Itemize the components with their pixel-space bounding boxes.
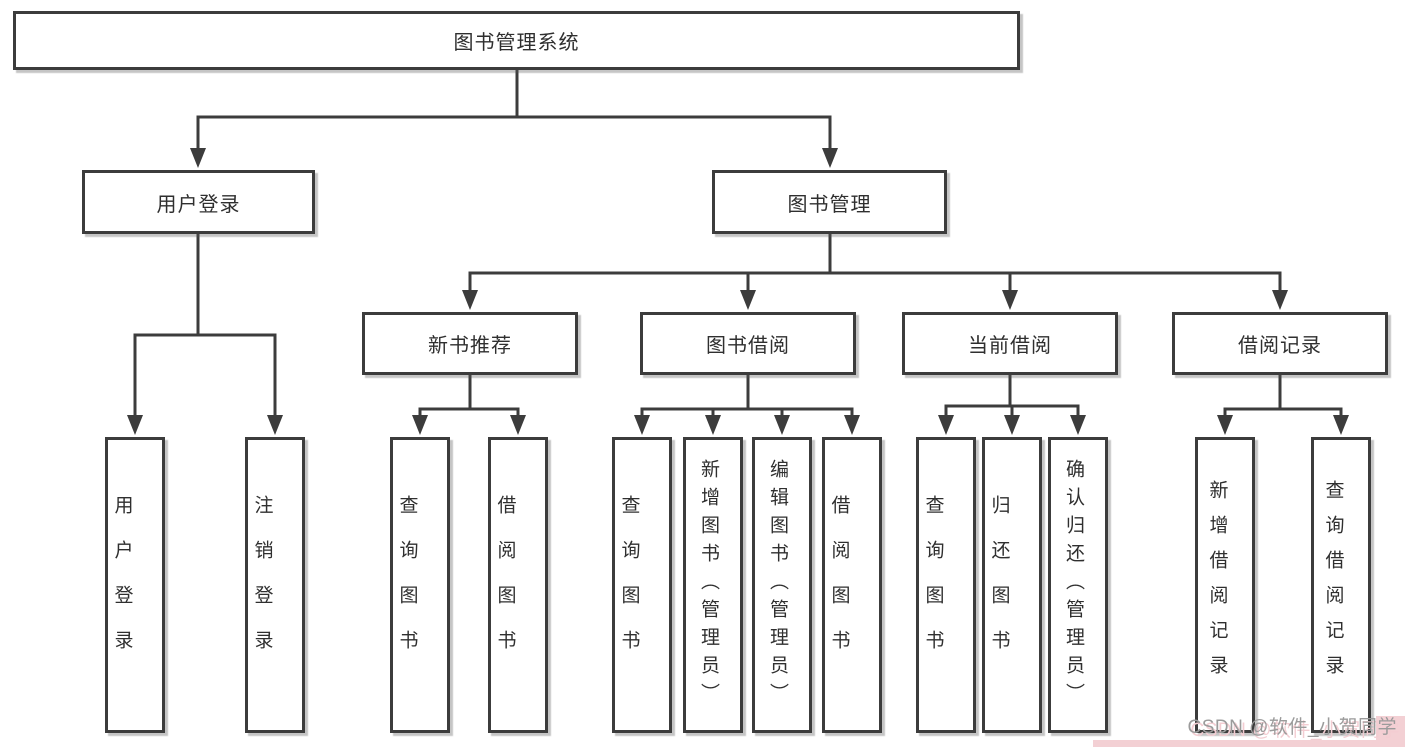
leaf-query-books-current-label: 查询图书: [922, 495, 944, 675]
leaf-user-login: 用户登录: [105, 437, 165, 733]
node-new-book-recommend: 新书推荐: [362, 312, 578, 375]
leaf-confirm-return-admin: 确认归还（管理员）: [1048, 437, 1108, 733]
node-borrow-records: 借阅记录: [1172, 312, 1388, 375]
node-current-borrow-label: 当前借阅: [968, 335, 1052, 357]
leaf-query-borrow-record: 查询借阅记录: [1311, 437, 1371, 733]
leaf-borrow-books-recommend: 借阅图书: [488, 437, 548, 733]
leaf-query-books-recommend: 查询图书: [390, 437, 450, 733]
node-root: 图书管理系统: [13, 11, 1020, 70]
leaf-confirm-return-admin-label: 确认归还（管理员）: [1063, 459, 1084, 711]
node-current-borrow: 当前借阅: [902, 312, 1118, 375]
leaf-borrow-books: 借阅图书: [822, 437, 882, 733]
leaf-edit-books-admin-label: 编辑图书（管理员）: [767, 459, 788, 711]
node-root-label: 图书管理系统: [453, 32, 580, 54]
node-borrow-records-label: 借阅记录: [1238, 335, 1322, 357]
node-user-login: 用户登录: [82, 170, 315, 234]
leaf-query-books-borrow-label: 查询图书: [618, 495, 640, 675]
leaf-add-books-admin: 新增图书（管理员）: [683, 437, 743, 733]
leaf-add-borrow-record-label: 新增借阅记录: [1206, 480, 1228, 690]
leaf-add-books-admin-label: 新增图书（管理员）: [698, 459, 719, 711]
leaf-query-books-borrow: 查询图书: [612, 437, 672, 733]
node-book-borrow: 图书借阅: [640, 312, 856, 375]
leaf-user-login-label: 用户登录: [111, 495, 133, 675]
leaf-logout-label: 注销登录: [251, 495, 273, 675]
node-book-management: 图书管理: [712, 170, 947, 234]
node-book-borrow-label: 图书借阅: [706, 335, 790, 357]
leaf-query-borrow-record-label: 查询借阅记录: [1322, 480, 1344, 690]
leaf-logout: 注销登录: [245, 437, 305, 733]
node-book-management-label: 图书管理: [787, 193, 872, 216]
leaf-edit-books-admin: 编辑图书（管理员）: [752, 437, 812, 733]
leaf-return-books-label: 归还图书: [988, 495, 1010, 675]
leaf-borrow-books-label: 借阅图书: [828, 495, 850, 675]
csdn-watermark: CSDN @软件_小贺同学: [1187, 717, 1397, 738]
watermark-pink-corner: [1376, 716, 1405, 747]
leaf-return-books: 归还图书: [982, 437, 1042, 733]
node-user-login-label: 用户登录: [156, 193, 241, 216]
leaf-query-books-recommend-label: 查询图书: [396, 495, 418, 675]
node-new-book-recommend-label: 新书推荐: [428, 335, 512, 357]
leaf-borrow-books-recommend-label: 借阅图书: [494, 495, 516, 675]
leaf-add-borrow-record: 新增借阅记录: [1195, 437, 1255, 733]
leaf-query-books-current: 查询图书: [916, 437, 976, 733]
watermark-pink-strip: [1093, 740, 1405, 747]
